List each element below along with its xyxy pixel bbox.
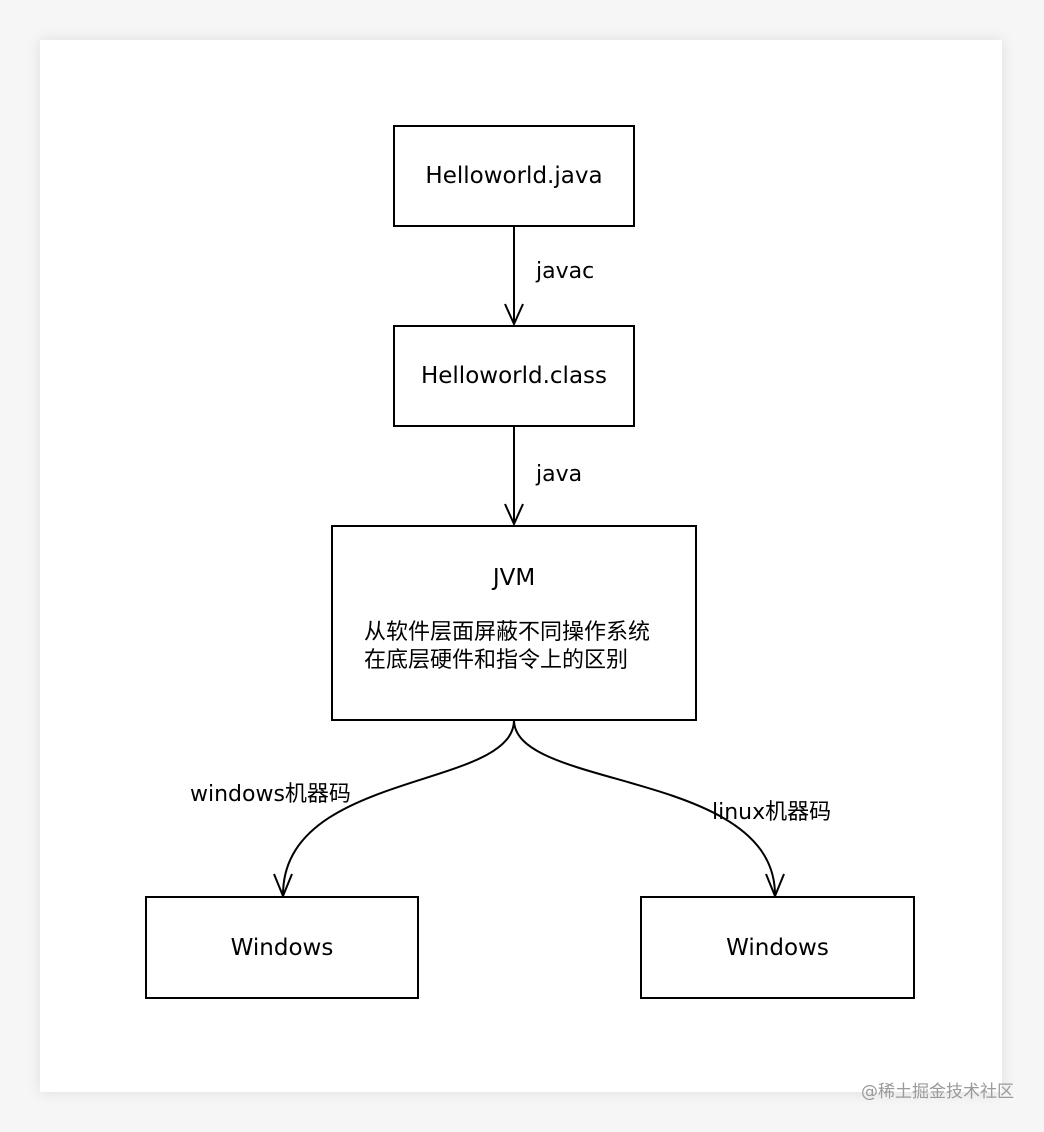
node-jvm: JVM 从软件层面屏蔽不同操作系统 在底层硬件和指令上的区别 xyxy=(331,525,697,721)
node-windows-right-label: Windows xyxy=(726,934,829,961)
node-jvm-title: JVM xyxy=(492,565,536,591)
node-helloworld-java-label: Helloworld.java xyxy=(425,163,603,189)
node-windows-left: Windows xyxy=(145,896,419,999)
node-windows-left-label: Windows xyxy=(230,934,334,961)
edge-label-linux: linux机器码 xyxy=(712,800,832,825)
node-helloworld-class: Helloworld.class xyxy=(393,325,635,427)
node-helloworld-class-label: Helloworld.class xyxy=(420,363,608,389)
edge-label-javac: javac xyxy=(536,259,595,284)
watermark: @稀土掘金技术社区 xyxy=(861,1082,1014,1102)
node-jvm-desc-line-2: 在底层硬件和指令上的区别 xyxy=(364,648,629,673)
edge-label-windows: windows机器码 xyxy=(190,782,351,807)
node-windows-right: Windows xyxy=(640,896,915,999)
node-jvm-desc-line-1: 从软件层面屏蔽不同操作系统 xyxy=(364,620,651,645)
edge-label-java: java xyxy=(536,462,583,487)
node-helloworld-java: Helloworld.java xyxy=(393,125,635,227)
node-jvm-description: 从软件层面屏蔽不同操作系统 在底层硬件和指令上的区别 xyxy=(364,619,664,675)
